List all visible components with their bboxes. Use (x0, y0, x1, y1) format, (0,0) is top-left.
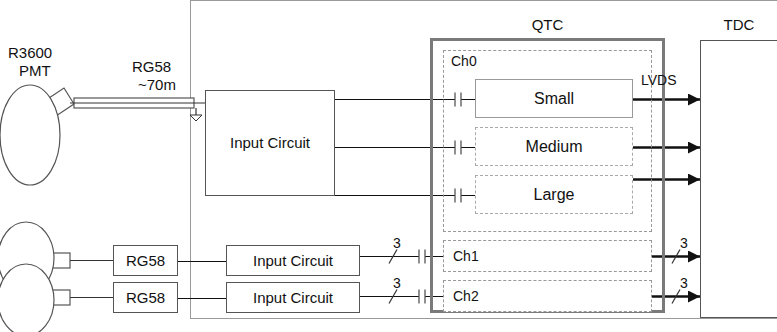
capacitor-gap (455, 189, 461, 203)
capacitor-plate (454, 189, 455, 203)
capacitor-gap (419, 290, 425, 304)
cable-box: RG58 (113, 245, 178, 276)
cable-box: RG58 (113, 282, 178, 313)
capacitor-symbol (419, 250, 425, 264)
wire (70, 260, 113, 261)
lvds-bus (633, 98, 700, 100)
capacitor-gap (419, 250, 425, 264)
capacitor-plate (418, 250, 419, 264)
part-label: ~70m (138, 76, 176, 94)
box-label: Input Circuit (253, 252, 333, 270)
capacitor-gap (455, 141, 461, 155)
channel-box: Ch2 (443, 280, 652, 312)
qtc-chip: QTCCh0SmallMediumLargeCh1Ch2 (430, 38, 665, 313)
bus-slash (389, 250, 397, 264)
range-box: Large (475, 175, 633, 214)
signal-wire (335, 147, 475, 148)
box-label: Input Circuit (253, 289, 333, 307)
coax-core (70, 102, 205, 103)
bus-width: 3 (393, 235, 401, 252)
bus-slash (672, 290, 680, 304)
box-label: Ch1 (453, 248, 479, 265)
input-circuit-box: Input Circuit (226, 282, 360, 313)
channel-box: Ch1 (443, 240, 652, 272)
tdc-box: TDC (700, 40, 777, 318)
capacitor-plate (424, 250, 425, 264)
capacitor-plate (460, 141, 461, 155)
box-label: Large (534, 185, 575, 204)
signal-wire (178, 298, 226, 299)
input-circuit-box: Input Circuit (226, 245, 360, 276)
bus-slash (389, 290, 397, 304)
part-label: R3600 (8, 44, 52, 62)
block-heading: TDC (701, 16, 777, 36)
capacitor-plate (460, 189, 461, 203)
range-box: Medium (475, 127, 633, 166)
pmt-bulb (0, 264, 54, 332)
box-label: Input Circuit (230, 134, 310, 152)
signal-wire (335, 99, 475, 100)
range-box: Small (475, 79, 633, 118)
box-label: Ch2 (453, 288, 479, 305)
block-heading: QTC (433, 16, 662, 36)
box-label: Small (534, 89, 574, 108)
part-label: PMT (19, 62, 51, 80)
ground-symbol (190, 115, 202, 121)
capacitor-plate (418, 290, 419, 304)
ground-wire (195, 108, 196, 115)
lvds-bus (633, 178, 700, 180)
capacitor-plate (460, 93, 461, 107)
signal-wire (178, 261, 226, 262)
capacitor-symbol (455, 93, 461, 107)
wire (70, 297, 113, 298)
pmt-bulb (0, 85, 60, 185)
bus-width: 3 (680, 275, 688, 292)
capacitor-plate (424, 290, 425, 304)
capacitor-symbol (455, 141, 461, 155)
capacitor-gap (455, 93, 461, 107)
capacitor-symbol (455, 189, 461, 203)
capacitor-plate (454, 141, 455, 155)
signal-name: LVDS (641, 72, 677, 89)
board-frame (191, 1, 777, 319)
signal-wire (335, 195, 475, 196)
bus-slash (672, 250, 680, 264)
box-label: RG58 (126, 289, 165, 307)
box-label: RG58 (126, 252, 165, 270)
lvds-bus (633, 146, 700, 148)
channel-group: Ch0SmallMediumLarge (443, 50, 652, 232)
bus-width: 3 (393, 275, 401, 292)
capacitor-symbol (419, 290, 425, 304)
capacitor-plate (454, 93, 455, 107)
input-circuit-box: Input Circuit (205, 90, 335, 196)
part-label: RG58 (132, 58, 171, 76)
bus-width: 3 (680, 235, 688, 252)
box-label: Medium (526, 137, 583, 156)
box-label: Ch0 (444, 51, 651, 72)
